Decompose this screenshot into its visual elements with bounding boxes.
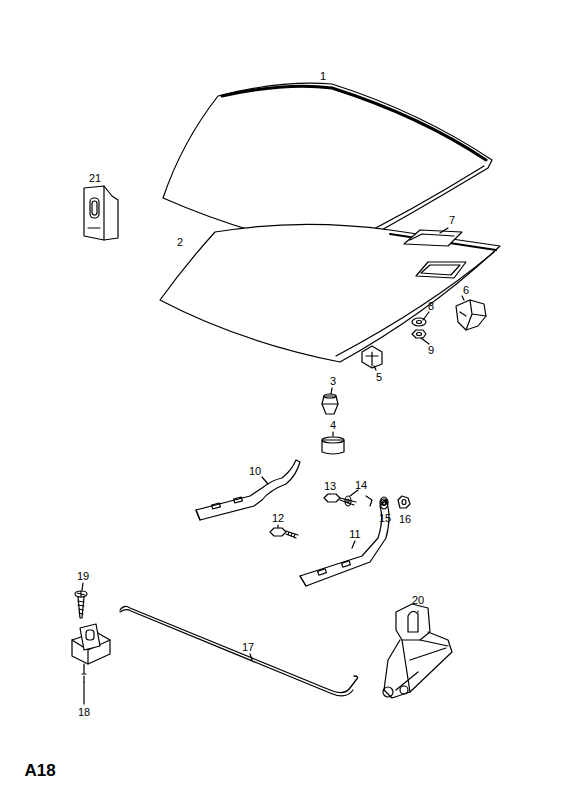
page-code: A18 xyxy=(23,761,56,780)
callout-number: 21 xyxy=(88,172,102,185)
callout-number: 12 xyxy=(271,512,285,525)
callout-number: 15 xyxy=(378,512,392,525)
callout-number: 5 xyxy=(375,371,383,384)
callout-number: 17 xyxy=(241,641,255,654)
callout-number: 18 xyxy=(77,706,91,719)
callout-number: 16 xyxy=(398,513,412,526)
callout-number: 14 xyxy=(354,479,368,492)
callout-number: 6 xyxy=(462,284,470,297)
callout-number: 3 xyxy=(329,375,337,388)
callout-number: 2 xyxy=(176,236,184,249)
callout-number: 11 xyxy=(348,528,361,541)
callout-number: 4 xyxy=(329,419,337,432)
callout-number: 8 xyxy=(427,300,435,313)
callout-number: 20 xyxy=(411,594,425,607)
callout-number: 9 xyxy=(427,344,435,357)
callout-number: 13 xyxy=(323,480,337,493)
callout-number: 1 xyxy=(319,70,327,83)
callout-number: 10 xyxy=(248,465,262,478)
callout-number: 7 xyxy=(448,214,456,227)
callout-number: 19 xyxy=(76,570,90,583)
